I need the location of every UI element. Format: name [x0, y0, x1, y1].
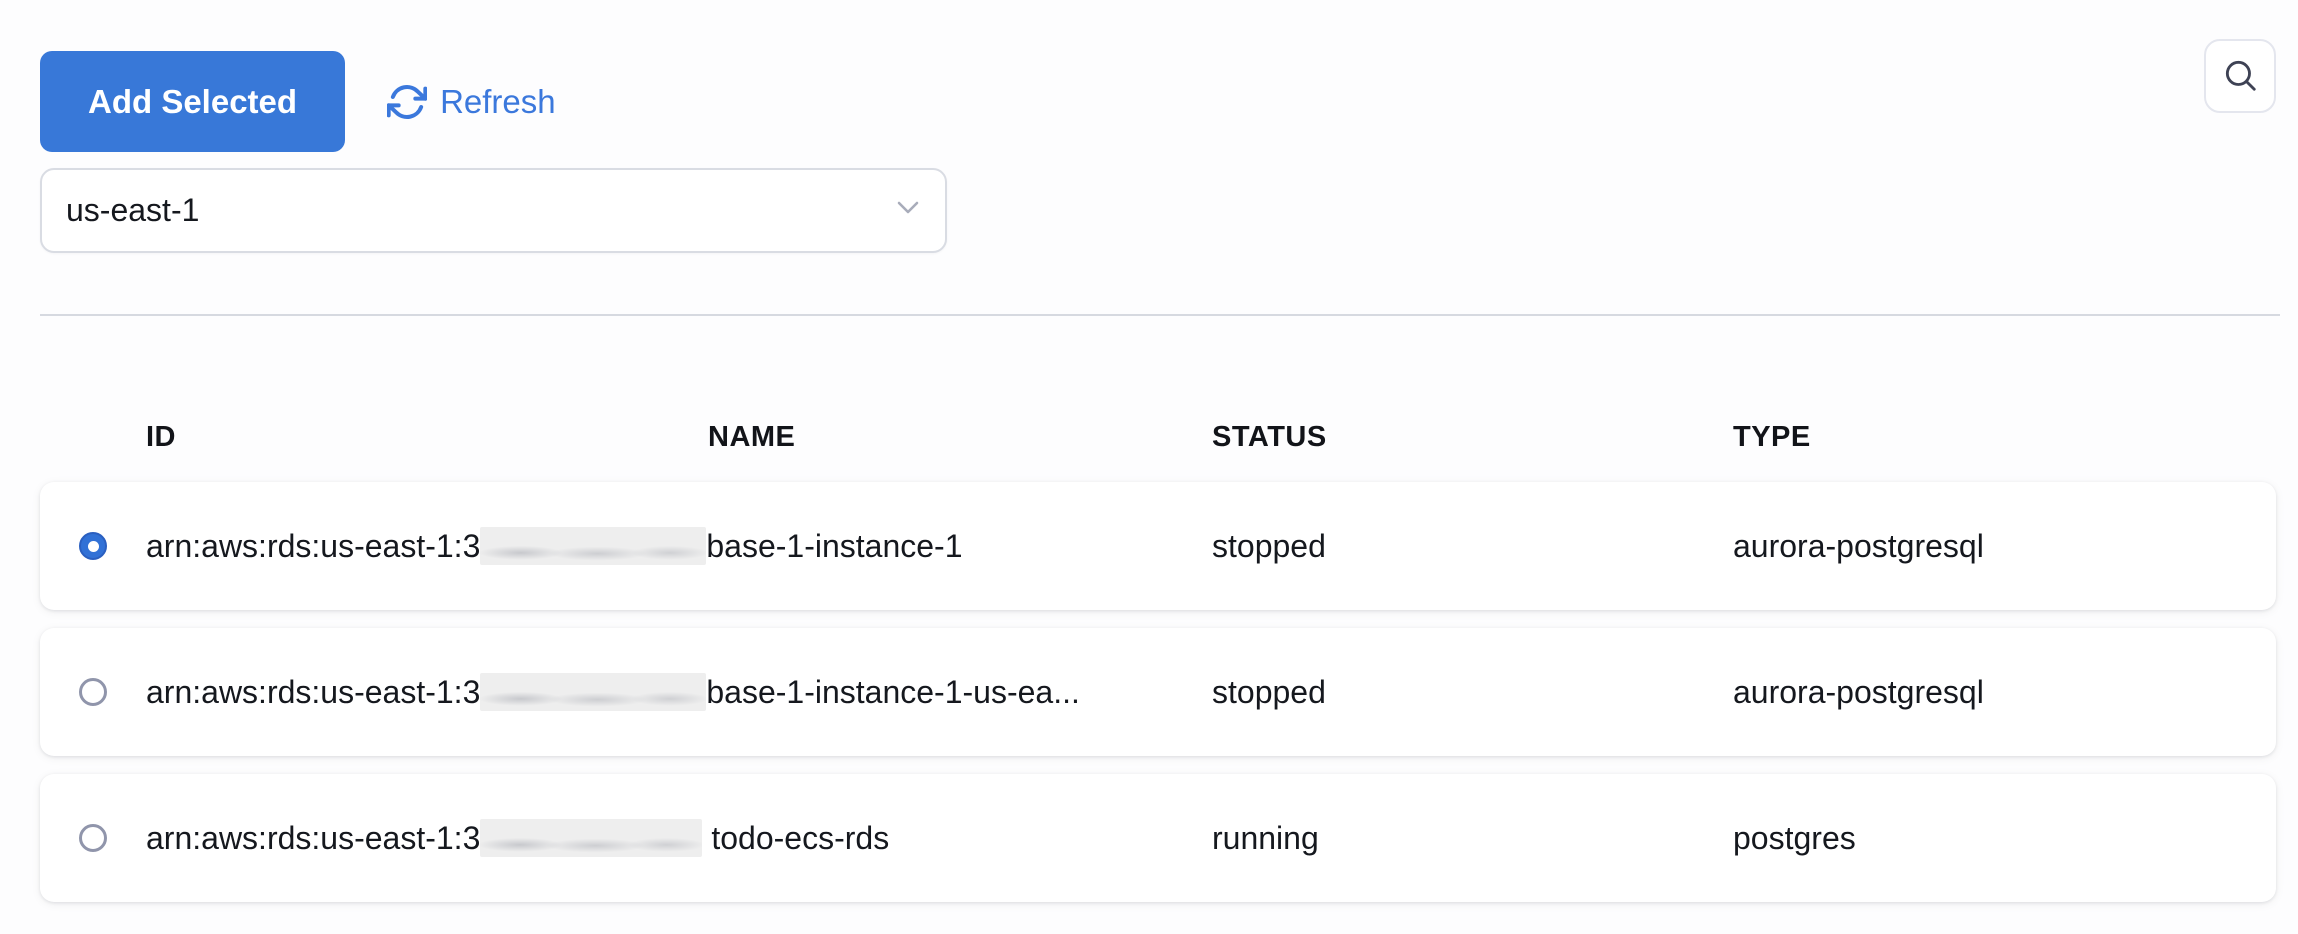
status-cell: stopped: [1212, 673, 1326, 710]
toolbar: Add Selected Refresh: [40, 39, 2276, 152]
radio-cell: [40, 678, 146, 706]
row-radio[interactable]: [79, 824, 107, 852]
column-header-type: TYPE: [1733, 420, 1811, 453]
column-header-name: NAME: [708, 420, 796, 453]
status-cell: running: [1212, 819, 1319, 856]
id-prefix: arn:aws:rds:us-east-1:3: [146, 673, 481, 710]
instance-id-cell: arn:aws:rds:us-east-1:3 todo-ecs-rds: [146, 819, 1212, 857]
type-cell: aurora-postgresql: [1733, 673, 1984, 710]
region-dropdown[interactable]: us-east-1: [40, 168, 947, 253]
instance-id-cell: arn:aws:rds:us-east-1:3 base-1-instance-1: [146, 527, 1212, 565]
rds-instance-picker: Add Selected Refresh us-east-1: [40, 39, 2280, 902]
instance-id-cell: arn:aws:rds:us-east-1:3 base-1-instance-1…: [146, 673, 1212, 711]
status-cell: stopped: [1212, 527, 1326, 564]
id-prefix: arn:aws:rds:us-east-1:3: [146, 527, 481, 564]
table-row[interactable]: arn:aws:rds:us-east-1:3 base-1-instance-1…: [40, 628, 2276, 756]
id-suffix: base-1-instance-1: [706, 527, 963, 564]
column-header-status: STATUS: [1212, 420, 1327, 453]
chevron-down-icon: [897, 201, 919, 220]
refresh-button[interactable]: Refresh: [387, 51, 556, 152]
row-radio[interactable]: [79, 532, 107, 560]
row-radio[interactable]: [79, 678, 107, 706]
radio-cell: [40, 824, 146, 852]
redacted-account-id: [480, 527, 707, 565]
refresh-label: Refresh: [440, 82, 556, 120]
redacted-account-id: [480, 819, 703, 857]
instance-list: arn:aws:rds:us-east-1:3 base-1-instance-1…: [40, 482, 2276, 902]
column-header-id: ID: [146, 420, 176, 453]
region-dropdown-value: us-east-1: [66, 192, 200, 228]
redacted-account-id: [480, 673, 707, 711]
id-suffix: todo-ecs-rds: [711, 819, 890, 856]
table-header: ID NAME STATUS TYPE: [40, 419, 2276, 455]
table-row[interactable]: arn:aws:rds:us-east-1:3 base-1-instance-1…: [40, 482, 2276, 610]
radio-cell: [40, 532, 146, 560]
divider: [40, 314, 2280, 316]
refresh-icon: [387, 82, 428, 122]
search-button[interactable]: [2204, 39, 2276, 113]
type-cell: aurora-postgresql: [1733, 527, 1984, 564]
add-selected-button[interactable]: Add Selected: [40, 51, 346, 152]
table-row[interactable]: arn:aws:rds:us-east-1:3 todo-ecs-rds runn…: [40, 774, 2276, 902]
id-suffix: base-1-instance-1-us-ea...: [706, 673, 1080, 710]
id-prefix: arn:aws:rds:us-east-1:3: [146, 819, 481, 856]
search-icon: [2221, 56, 2259, 97]
type-cell: postgres: [1733, 819, 1856, 856]
